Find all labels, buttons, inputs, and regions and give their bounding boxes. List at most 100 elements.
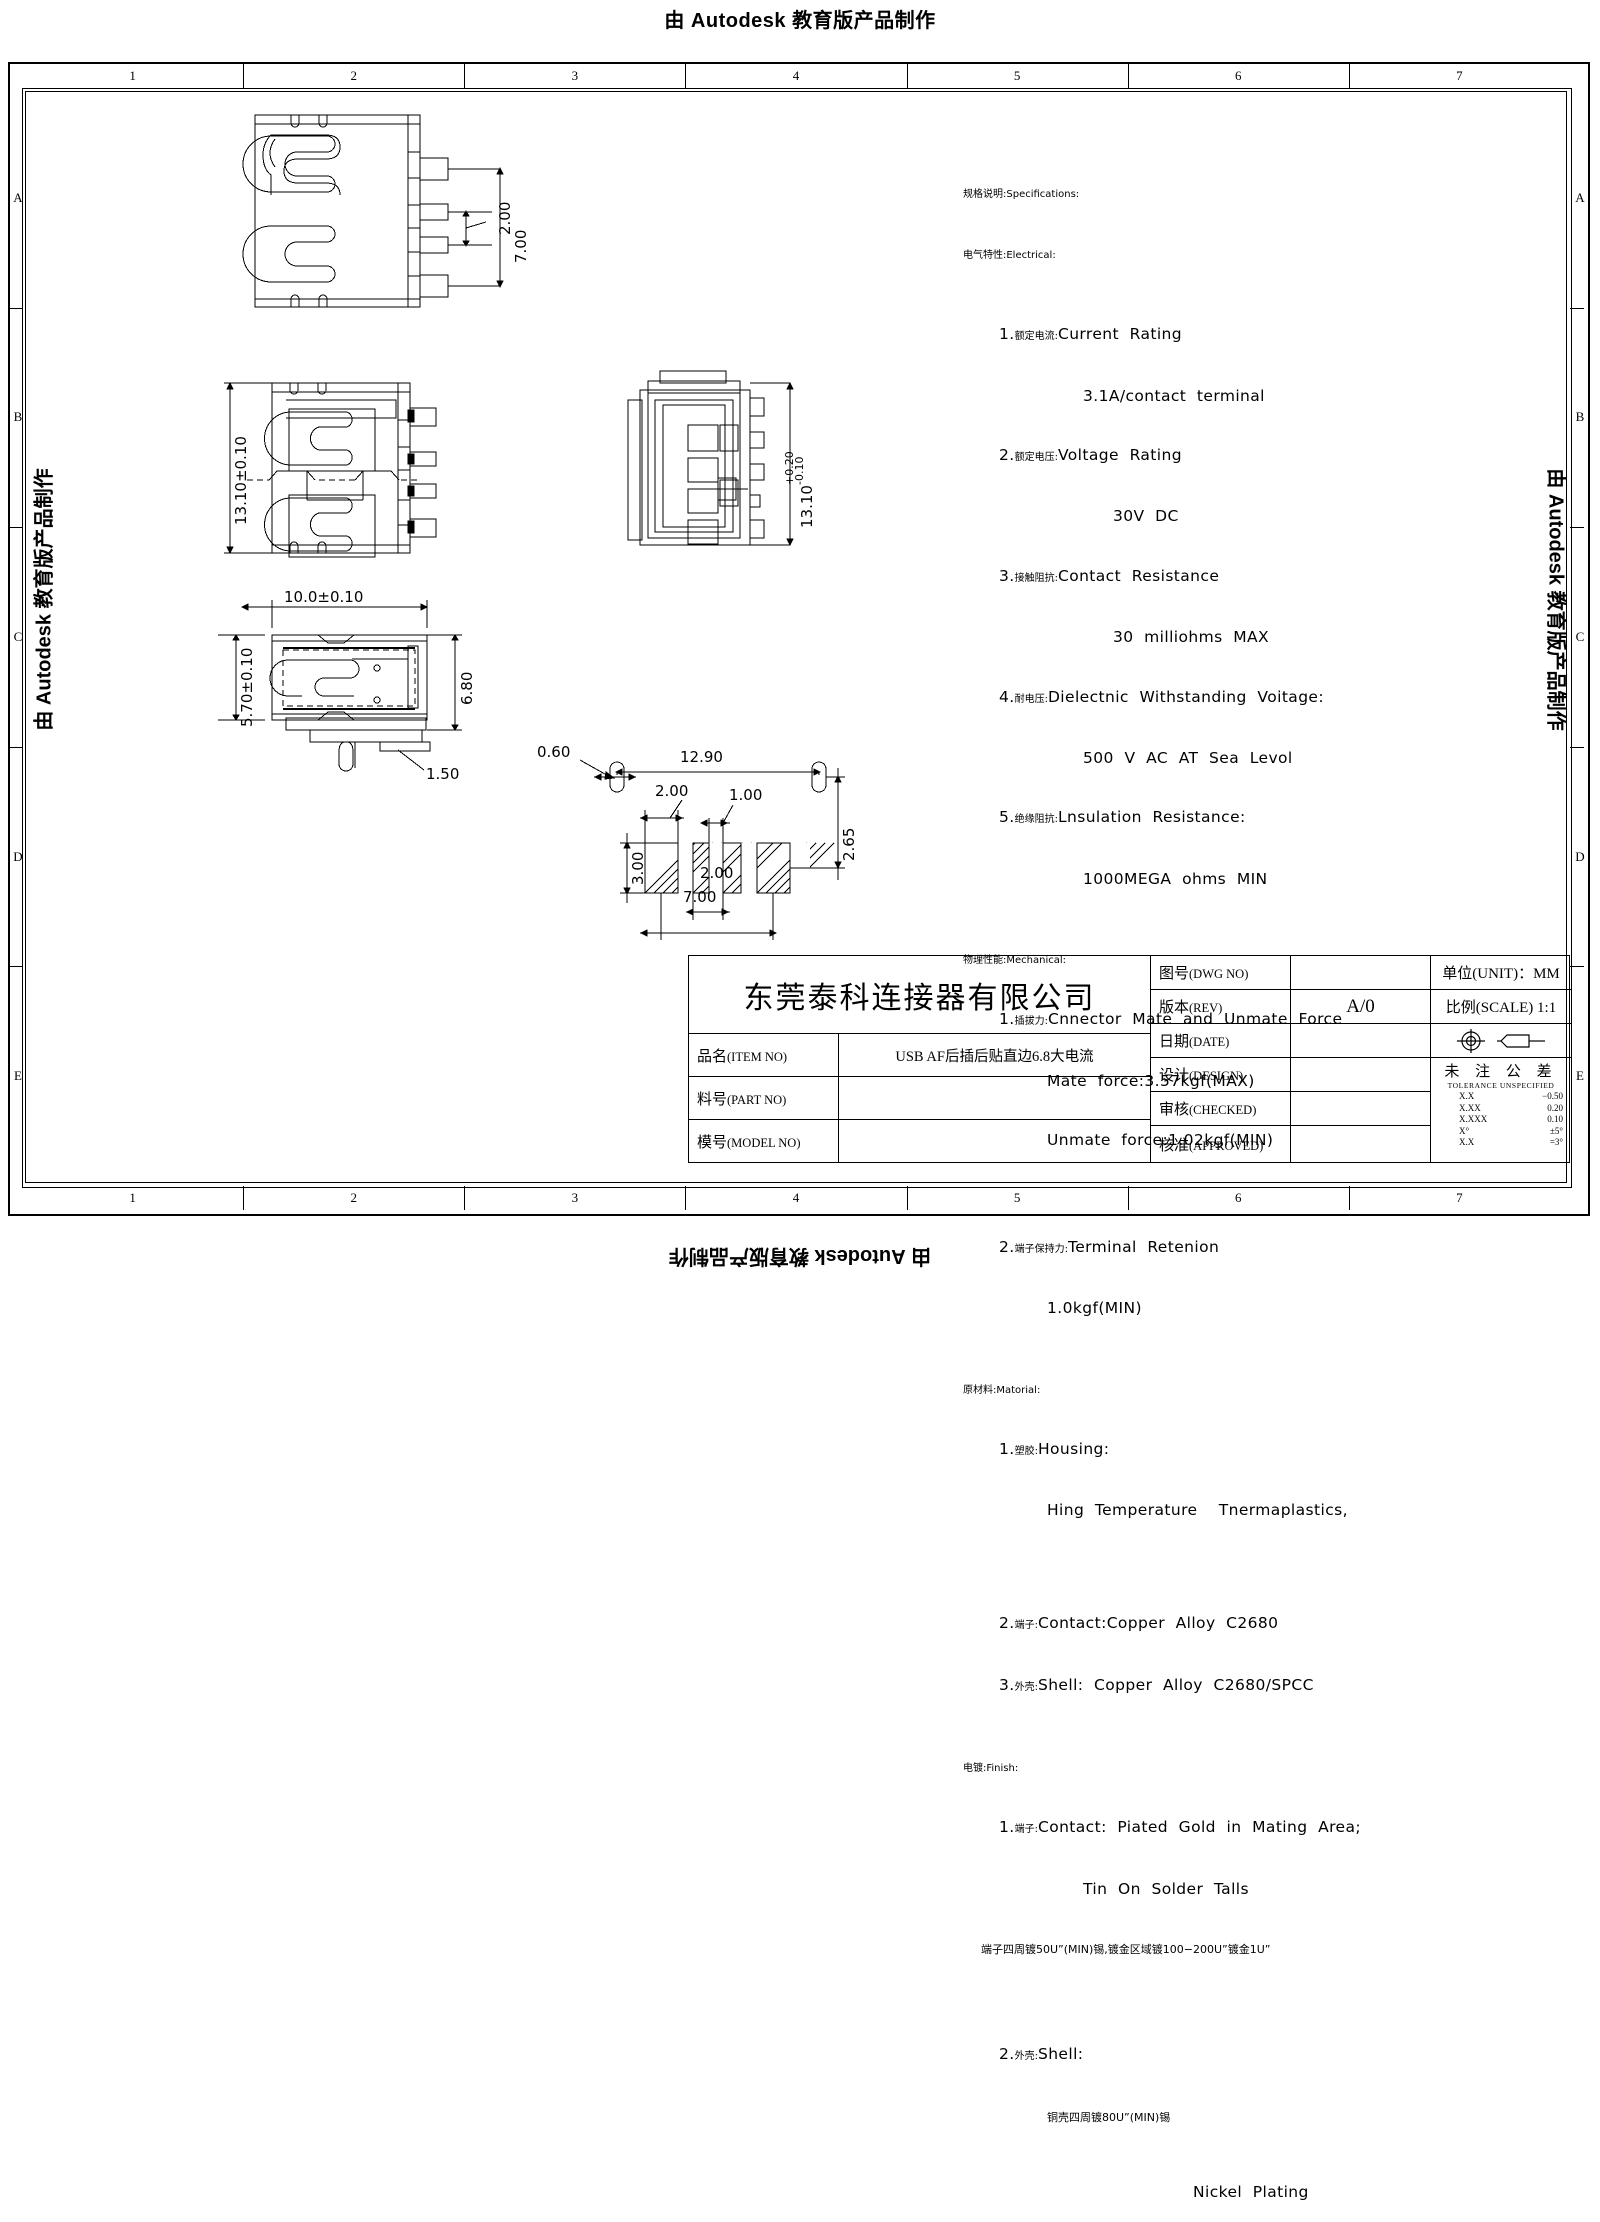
dim-3-00-pad-height: 3.00 [629, 851, 647, 885]
dim-2-00-pad-width: 2.00 [655, 782, 689, 800]
row-model-no-label: 模号(MODEL NO) [689, 1120, 839, 1163]
spec-heading-cn: 规格说明:Specifications: [963, 188, 1080, 200]
view-mid-right [627, 370, 794, 547]
row-checked-value[interactable] [1291, 1092, 1431, 1126]
row-part-no-label: 料号(PART NO) [689, 1077, 839, 1120]
spec-mat-1-val: Hing Temperature Tnermaplastics, [1047, 1501, 1348, 1520]
spec-mat-heading: 原材料:Matorial: [963, 1384, 1041, 1396]
spec-electrical-heading: 电气特性:Electrical: [963, 249, 1056, 261]
zone-col-6: 6 [1235, 1190, 1242, 1205]
zone-tick [10, 527, 22, 529]
dim-1-00-gap: 1.00 [729, 786, 763, 804]
tolerance-row-3: X° ±5° [1459, 1125, 1563, 1136]
spec-fin-note: 端子四周镀50U”(MIN)锡,镀金区域镀100−200U”镀金1U” [981, 1943, 1271, 1957]
dim-tol-lower-mid-right: -0.10 [793, 456, 806, 485]
tolerance-title-cn: 未 注 公 差 [1444, 1064, 1558, 1080]
zone-row-E: E [14, 1068, 22, 1084]
zone-col-1: 1 [129, 1190, 136, 1205]
zone-col-3: 3 [571, 1190, 579, 1205]
row-dwg-no-value[interactable] [1291, 956, 1431, 990]
row-design-label: 设计(DESIGN) [1151, 1058, 1291, 1092]
watermark-top: 由 Autodesk 教育版产品制作 [664, 10, 936, 32]
unit-cell: 单位(UNIT)：MM [1431, 956, 1571, 990]
spec-finish-heading: 电镀:Finish: [963, 1762, 1019, 1774]
dim-12-90-footprint: 12.90 [680, 748, 723, 766]
spec-el-5: 5.绝缘阻抗:Lnsulation Resistance: [999, 808, 1246, 827]
row-design-value[interactable] [1291, 1058, 1431, 1092]
zone-tick [1570, 746, 1584, 748]
spec-mat-3: 3.外壳:Shell: Copper Alloy C2680/SPCC [999, 1675, 1314, 1694]
zone-row-A: A [1575, 189, 1585, 205]
spec-el-5-val: 1000MEGA ohms MIN [1083, 869, 1268, 888]
scale-cell: 比例(SCALE) 1:1 [1431, 990, 1571, 1024]
dim-7-00-span: 7.00 [683, 888, 717, 906]
spec-fin-1-val: Tin On Solder Talls [1083, 1879, 1249, 1898]
specifications-block: 规格说明:Specifications: 电气特性:Electrical: 1.… [963, 143, 1503, 2222]
zone-row-D: D [13, 848, 23, 864]
row-rev-value[interactable]: A/0 [1291, 990, 1431, 1024]
row-approved-label: 核准(APPROVED) [1151, 1126, 1291, 1163]
zone-col-4: 4 [792, 68, 800, 83]
sheet-border-inner [22, 88, 1572, 1188]
sheet-border-inner2 [25, 91, 1567, 1183]
dim-7-00-top-view: 7.00 [512, 229, 530, 263]
zone-col-7: 7 [1456, 1190, 1463, 1205]
zone-tick [243, 64, 245, 88]
engineering-drawing-views [218, 114, 845, 940]
view-bottom-left [218, 600, 462, 772]
spec-el-1: 1.额定电流:Current Rating [999, 325, 1183, 344]
spec-el-4: 4.耐电压:Dielectnic Withstanding Voitage: [999, 687, 1324, 706]
zone-row-B: B [1575, 409, 1585, 425]
spec-mech-2: 2.端子保持力:Terminal Retenion [999, 1238, 1220, 1257]
zone-col-6: 6 [1235, 68, 1242, 83]
spec-fin-tail: Nickel Plating [1193, 2182, 1309, 2201]
dim-6-80-bottom-left: 6.80 [458, 671, 476, 705]
zone-col-2: 2 [350, 1190, 357, 1205]
zone-col-7: 7 [1456, 68, 1463, 83]
zone-col-3: 3 [571, 68, 579, 83]
row-model-no-value[interactable] [839, 1120, 1151, 1163]
dim-10-0-bottom-left: 10.0±0.10 [284, 588, 364, 606]
tolerance-row-1: X.XX 0.20 [1459, 1102, 1563, 1113]
sheet-border-outer [8, 62, 1590, 1216]
zone-tick [1570, 307, 1584, 309]
tolerance-row-0: X.X −0.50 [1459, 1091, 1563, 1101]
zone-row-B: B [13, 409, 23, 425]
row-date-value[interactable] [1291, 1024, 1431, 1058]
row-dwg-no-label: 图号(DWG NO) [1151, 956, 1291, 990]
zone-tick [464, 1186, 466, 1210]
row-rev-label: 版本(REV) [1151, 990, 1291, 1024]
spec-mech-1-val2: Unmate force:1.02kgf(MIN) [1047, 1131, 1274, 1150]
row-date-label: 日期(DATE) [1151, 1024, 1291, 1058]
dim-lines-view-top-left [448, 166, 504, 289]
tolerance-row-4: X.X =3° [1459, 1137, 1563, 1147]
zone-col-5: 5 [1013, 1190, 1021, 1205]
zone-tick [1348, 64, 1350, 88]
zone-tick [10, 966, 22, 968]
company-name: 东莞泰科连接器有限公司 [743, 981, 1096, 1015]
dim-2-00-pitch: 2.00 [700, 864, 734, 882]
view-footprint [579, 759, 845, 940]
tolerance-row-2: X.XXX 0.10 [1459, 1114, 1563, 1124]
title-block: 东莞泰科连接器有限公司 品名(ITEM NO) USB AF后插后贴直边6.8大… [688, 955, 1571, 1163]
tolerance-cell: 未 注 公 差 TOLERANCE UNSPECIFIED X.X −0.50 … [1431, 1058, 1571, 1163]
dim-13-10-mid-right: 13.10 [798, 485, 816, 528]
spec-mat-2: 2.端子:Contact:Copper Alloy C2680 [999, 1614, 1279, 1633]
zone-tick [906, 64, 908, 88]
spec-fin-2: 2.外壳:Shell: [999, 2045, 1084, 2064]
row-part-no-value[interactable] [839, 1077, 1151, 1120]
zone-tick [1127, 1186, 1129, 1210]
spec-el-3-val: 30 milliohms MAX [1113, 628, 1270, 647]
zone-row-A: A [13, 189, 23, 205]
dim-1-50-bottom-left: 1.50 [426, 765, 460, 783]
zone-row-E: E [1576, 1068, 1584, 1084]
zone-row-D: D [1575, 848, 1585, 864]
row-approved-value[interactable] [1291, 1126, 1431, 1163]
row-item-no-label: 品名(ITEM NO) [689, 1034, 839, 1077]
spec-el-4-val: 500 V AC AT Sea Levol [1083, 748, 1293, 767]
company-name-cell: 东莞泰科连接器有限公司 [689, 956, 1151, 1034]
unit-label: 单位(UNIT)：MM [1442, 966, 1560, 982]
zone-tick [1127, 64, 1129, 88]
row-item-no-value[interactable]: USB AF后插后贴直边6.8大电流 [839, 1034, 1151, 1077]
